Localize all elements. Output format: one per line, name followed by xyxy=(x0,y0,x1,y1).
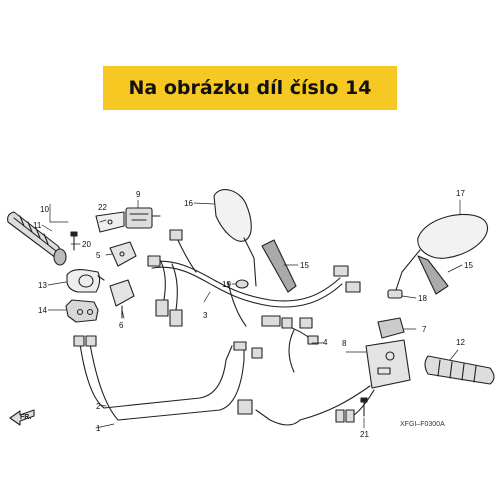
callout-14: 14 xyxy=(38,306,47,315)
callout-19: 19 xyxy=(222,280,231,289)
grommet[interactable] xyxy=(235,279,249,289)
diagram-code: XFGI–F0300A xyxy=(400,421,445,428)
leader-lines xyxy=(41,199,463,429)
left-mirror[interactable] xyxy=(213,189,257,287)
callout-1: 1 xyxy=(96,424,101,433)
callout-8: 8 xyxy=(342,339,347,348)
right-switch-top[interactable] xyxy=(377,317,405,339)
left-grip[interactable] xyxy=(7,211,67,266)
front-direction-arrow xyxy=(9,409,35,426)
mirror-nut[interactable] xyxy=(387,289,403,299)
mirror-boot-right[interactable] xyxy=(417,255,449,295)
throttle-housing-lower[interactable] xyxy=(65,299,99,323)
callout-21: 21 xyxy=(360,430,369,439)
callout-22: 22 xyxy=(98,203,107,212)
callout-3: 3 xyxy=(203,311,208,320)
mirror-boot-left[interactable] xyxy=(261,239,297,293)
starter-lever[interactable] xyxy=(109,279,135,319)
callout-18: 18 xyxy=(418,294,427,303)
right-switch-assembly[interactable] xyxy=(299,339,411,423)
callout-15b: 15 xyxy=(464,261,473,270)
callout-5: 5 xyxy=(96,251,101,260)
switch-screw[interactable] xyxy=(360,397,368,417)
wiring-harness[interactable] xyxy=(147,229,361,327)
callout-6: 6 xyxy=(119,321,124,330)
switch-connector xyxy=(237,399,253,415)
highlight-banner: Na obrázku díl číslo 14 xyxy=(103,66,397,110)
callout-16: 16 xyxy=(184,199,193,208)
left-switch-top[interactable] xyxy=(125,207,161,229)
callout-13: 13 xyxy=(38,281,47,290)
callout-10: 10 xyxy=(40,205,49,214)
right-grip[interactable] xyxy=(424,355,495,385)
sub-harness[interactable] xyxy=(281,317,319,373)
callout-9: 9 xyxy=(136,190,141,199)
callout-17: 17 xyxy=(456,189,465,198)
left-switch-lower[interactable] xyxy=(109,241,137,267)
callout-20: 20 xyxy=(82,240,91,249)
direction-label: FR. xyxy=(20,414,31,421)
throttle-cable-2[interactable] xyxy=(73,335,263,409)
callout-15: 15 xyxy=(300,261,309,270)
right-mirror[interactable] xyxy=(395,213,489,291)
banner-title: Na obrázku díl číslo 14 xyxy=(128,77,372,99)
callout-4: 4 xyxy=(323,338,328,347)
callout-12: 12 xyxy=(456,338,465,347)
throttle-housing[interactable] xyxy=(66,269,105,293)
screw[interactable] xyxy=(70,231,78,251)
callout-2: 2 xyxy=(96,402,101,411)
switch-bracket[interactable] xyxy=(95,211,125,233)
throttle-cable-1[interactable] xyxy=(89,343,245,421)
switch-wire xyxy=(255,409,301,426)
callout-11: 11 xyxy=(33,221,42,230)
callout-labels: 1 2 3 4 5 6 7 8 9 10 11 12 13 14 15 15 1… xyxy=(20,189,473,439)
callout-7: 7 xyxy=(422,325,427,334)
